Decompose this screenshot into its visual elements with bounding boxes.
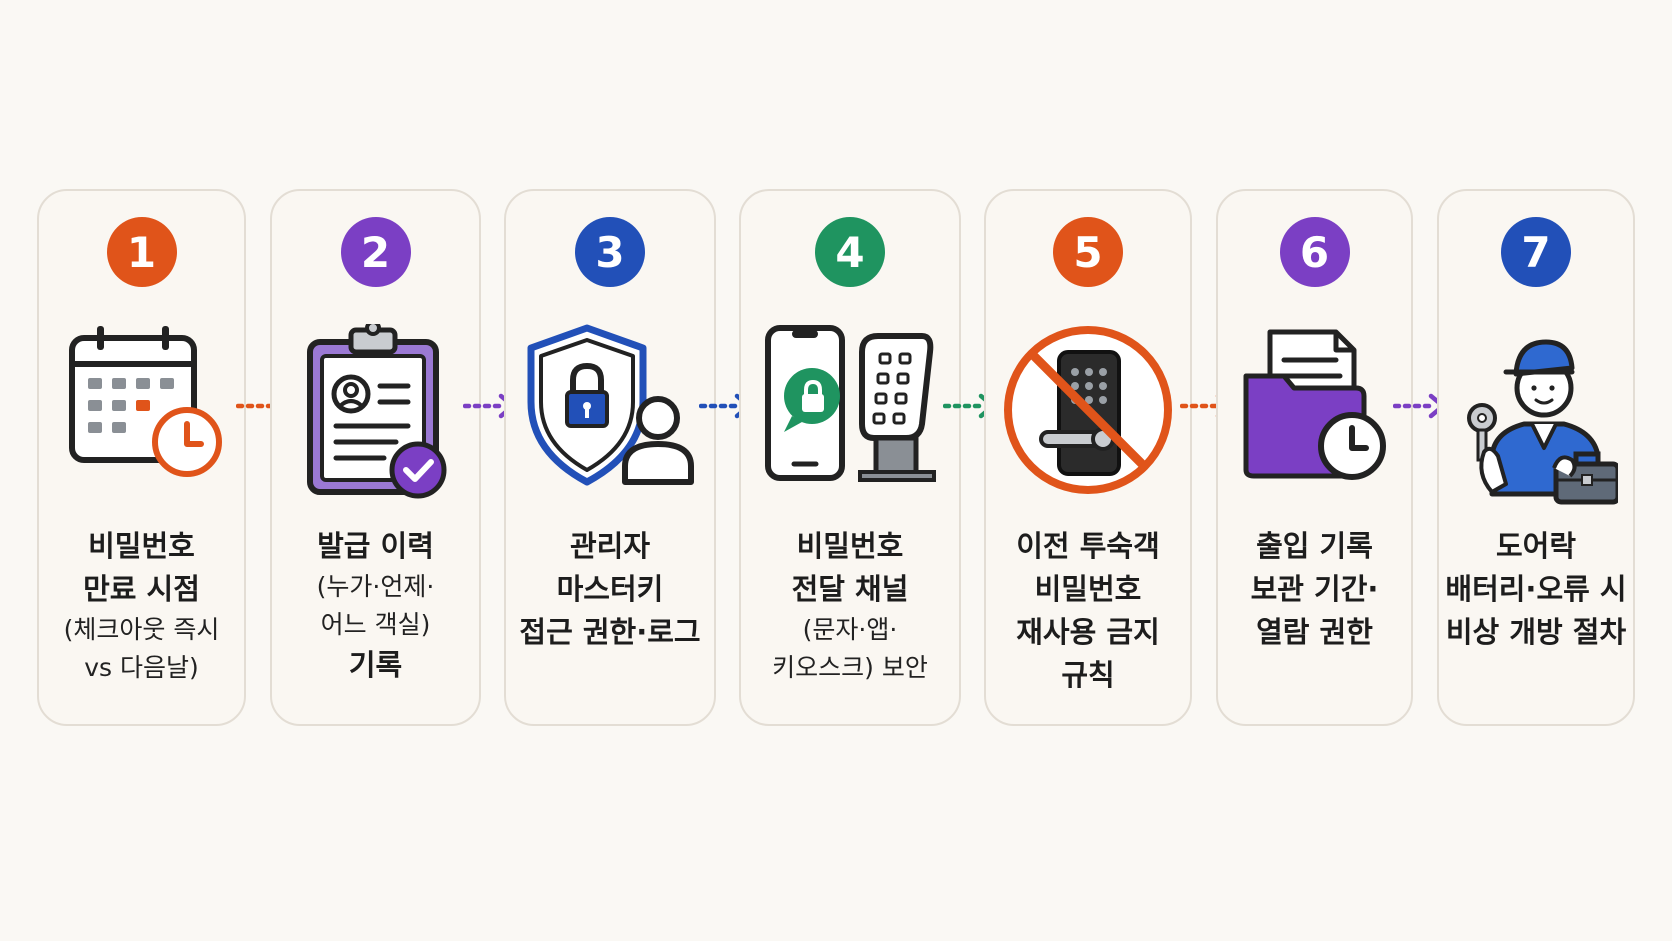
step-subtitle-line: vs 다음날) <box>84 653 199 682</box>
step-card-7: 7 도어락 배터리·오류 시 비상 개방 절차 <box>1437 189 1635 726</box>
step-title-line: 비밀번호 <box>1034 572 1142 606</box>
step-title-line: 열람 권한 <box>1256 615 1373 649</box>
step-text: 도어락 배터리·오류 시 비상 개방 절차 <box>1443 525 1629 654</box>
step-title-line: 비상 개방 절차 <box>1445 615 1627 649</box>
step-title-line: 만료 시점 <box>83 572 200 606</box>
step-title-line: 발급 이력 <box>317 529 434 563</box>
no-door-lock-icon <box>1003 324 1173 500</box>
step-title-line: 접근 권한·로그 <box>519 615 701 649</box>
shield-lock-user-icon <box>525 324 695 494</box>
step-subtitle-line: (체크아웃 즉시 <box>63 615 220 644</box>
step-title-line: 규칙 <box>1061 658 1115 692</box>
folder-clock-icon <box>1240 324 1390 488</box>
step-text: 출입 기록 보관 기간· 열람 권한 <box>1222 525 1407 654</box>
step-title-line: 이전 투숙객 <box>1016 529 1160 563</box>
step-title-line: 전달 채널 <box>791 572 909 606</box>
step-subtitle-line: 키오스크) 보안 <box>772 653 928 682</box>
step-title-line: 배터리·오류 시 <box>1445 572 1627 606</box>
step-text: 이전 투숙객 비밀번호 재사용 금지 규칙 <box>990 525 1186 697</box>
step-text: 발급 이력 (누가·언제· 어느 객실) 기록 <box>276 525 475 687</box>
step-text: 관리자 마스터키 접근 권한·로그 <box>510 525 710 654</box>
step-card-1: 1 비밀번호 만료 시점 (체크아웃 즉시 vs 다음날) <box>37 189 246 726</box>
step-title-line: 재사용 금지 <box>1016 615 1160 649</box>
step-card-5: 5 이전 투숙객 비밀번호 재사용 금지 규칙 <box>984 189 1192 726</box>
step-subtitle-line: 어느 객실) <box>320 610 431 639</box>
step-title-line: 기록 <box>348 648 403 682</box>
step-title-line: 마스터키 <box>556 572 664 606</box>
step-number-badge: 5 <box>1053 217 1123 287</box>
step-card-3: 3 관리자 마스터키 접근 권한·로그 <box>504 189 716 726</box>
step-number-badge: 1 <box>106 217 177 287</box>
calendar-clock-icon <box>62 324 222 488</box>
step-number-badge: 2 <box>340 217 411 287</box>
clipboard-check-icon <box>296 320 456 504</box>
step-card-6: 6 출입 기록 보관 기간· 열람 권한 <box>1216 189 1413 726</box>
step-text: 비밀번호 만료 시점 (체크아웃 즉시 vs 다음날) <box>43 525 240 687</box>
phone-kiosk-icon <box>762 324 938 488</box>
step-subtitle-line: (누가·언제· <box>316 572 435 601</box>
step-number-badge: 6 <box>1279 217 1350 287</box>
step-card-2: 2 발급 이력 (누가·언제· 어느 객실) 기록 <box>270 189 481 726</box>
step-title-line: 보관 기간· <box>1250 572 1379 606</box>
step-number-badge: 3 <box>575 217 645 287</box>
step-title-line: 도어락 <box>1495 529 1577 563</box>
technician-toolbox-icon <box>1454 324 1621 512</box>
step-title-line: 비밀번호 <box>88 529 195 563</box>
step-text: 비밀번호 전달 채널 (문자·앱· 키오스크) 보안 <box>745 525 955 687</box>
step-number-badge: 7 <box>1501 217 1571 287</box>
step-title-line: 관리자 <box>569 529 651 563</box>
step-card-4: 4 비밀번호 전달 채널 (문자·앱· 키오스크) 보안 <box>739 189 961 726</box>
step-title-line: 비밀번호 <box>796 529 904 563</box>
step-subtitle-line: (문자·앱· <box>802 615 898 644</box>
step-title-line: 출입 기록 <box>1256 529 1373 563</box>
step-number-badge: 4 <box>815 217 885 287</box>
